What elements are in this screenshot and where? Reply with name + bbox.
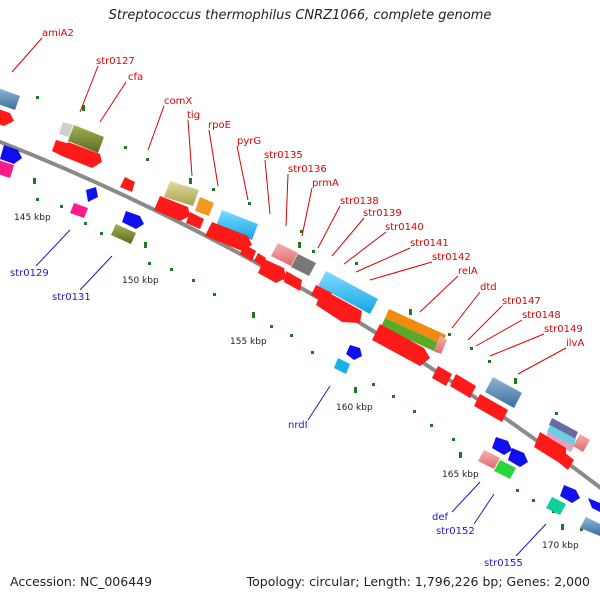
red-strand-genes: [0, 109, 574, 470]
label-comX: comX: [164, 96, 192, 107]
scale-label-170: 170 kbp: [542, 541, 579, 551]
gene-pyrG-block: [216, 210, 258, 240]
scale-label-150: 150 kbp: [122, 276, 159, 286]
gene-relA-block: [385, 309, 446, 344]
lower-tick-ring: [36, 198, 583, 531]
major-ticks: [82, 105, 517, 384]
label-str0140: str0140: [385, 222, 424, 233]
label-cfa: cfa: [128, 72, 143, 83]
scale-label-145: 145 kbp: [14, 213, 51, 223]
gene-comX-block: [164, 181, 199, 206]
label-prmA: prmA: [312, 178, 339, 189]
genome-summary-text: Topology: circular; Length: 1,796,226 bp…: [246, 574, 590, 589]
scale-label-160: 160 kbp: [336, 403, 373, 413]
gene-str0127-block: [68, 125, 104, 153]
label-str0131: str0131: [52, 292, 91, 303]
label-ilvA: ilvA: [566, 338, 584, 349]
outer-tick-ring: [36, 96, 558, 415]
complement-genes: [0, 145, 600, 536]
lower-major-ticks: [33, 178, 564, 530]
outer-genes: [0, 88, 590, 452]
accession-text: Accession: NC_006449: [10, 574, 153, 589]
label-str0142: str0142: [432, 252, 471, 263]
gene-amiA2-block: [0, 88, 20, 110]
label-str0147: str0147: [502, 296, 541, 307]
label-pyrG: pyrG: [237, 136, 261, 147]
label-str0138: str0138: [340, 196, 379, 207]
upper-gene-labels: amiA2 str0127 cfa comX tig rpoE pyrG str…: [42, 28, 584, 349]
label-tig: tig: [187, 110, 200, 121]
label-str0152: str0152: [436, 526, 475, 537]
label-str0141: str0141: [410, 238, 449, 249]
label-str0155: str0155: [484, 558, 523, 569]
label-str0127: str0127: [96, 56, 135, 67]
gene-ilvA-block: [485, 377, 522, 408]
lower-leader-lines: [35, 229, 547, 557]
label-str0135: str0135: [264, 150, 303, 161]
label-relA: relA: [458, 266, 478, 277]
label-nrdI: nrdI: [288, 420, 308, 431]
scale-labels: 145 kbp 150 kbp 155 kbp 160 kbp 165 kbp …: [14, 213, 579, 551]
label-str0148: str0148: [522, 310, 561, 321]
gene-str0140-block: [318, 271, 378, 314]
scale-label-165: 165 kbp: [442, 470, 479, 480]
label-str0129: str0129: [10, 268, 49, 279]
upper-leader-lines: [11, 37, 567, 375]
scale-label-155: 155 kbp: [230, 337, 267, 347]
label-str0136: str0136: [288, 164, 327, 175]
lower-gene-labels: str0129 str0131 nrdI def str0152 str0155: [10, 268, 523, 569]
label-def: def: [432, 512, 449, 523]
page-title: Streptococcus thermophilus CNRZ1066, com…: [108, 8, 492, 23]
label-str0149: str0149: [544, 324, 583, 335]
label-str0139: str0139: [363, 208, 402, 219]
label-amiA2: amiA2: [42, 28, 74, 39]
label-dtd: dtd: [480, 282, 497, 293]
label-rpoE: rpoE: [208, 120, 231, 131]
